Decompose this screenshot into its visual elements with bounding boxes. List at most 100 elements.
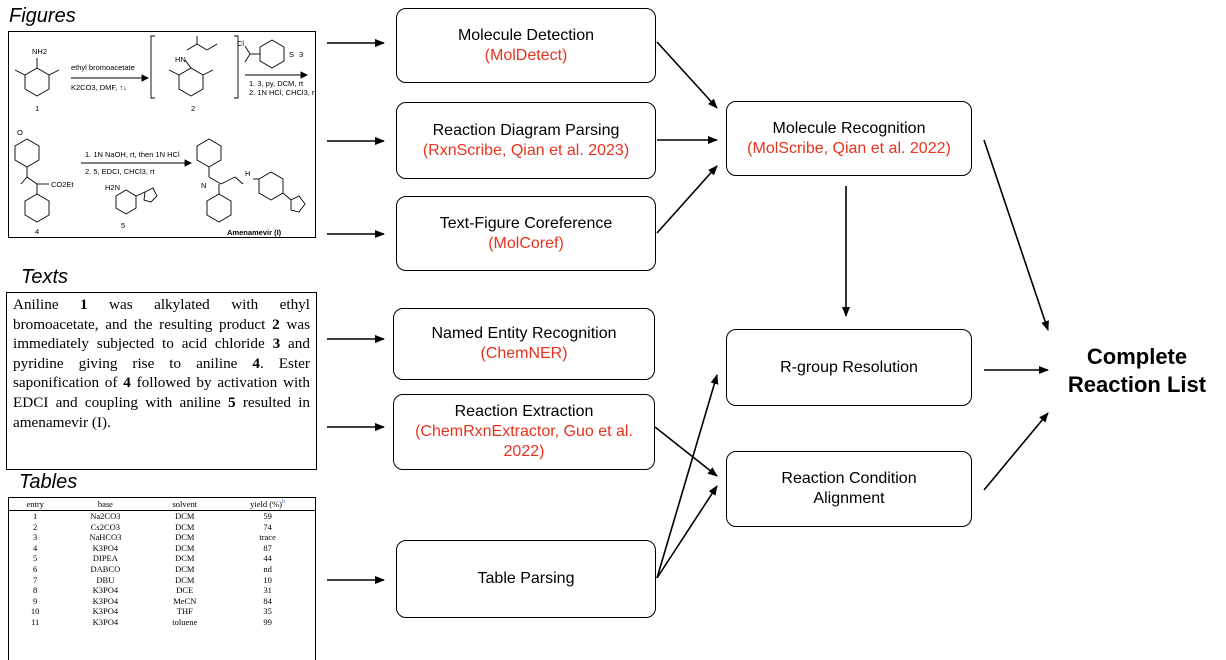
table-cell: nd (263, 563, 272, 574)
complete-reaction-list: Complete Reaction List (1067, 344, 1207, 397)
arrow-detect-to-recog (656, 41, 718, 109)
molecule-recognition-box: Molecule Recognition (MolScribe, Qian et… (726, 101, 972, 176)
table-cell: DCM (175, 574, 195, 585)
table-cell: DIPEA (92, 553, 118, 564)
box-title: Reaction Condition Alignment (781, 470, 917, 507)
table-cell: K3PO4 (92, 595, 119, 606)
table-cell: NaHCO3 (89, 532, 122, 543)
table-row: 6 DABCO DCM nd (9, 564, 315, 575)
box-title: R-group Resolution (780, 358, 918, 376)
nh2-label: NH2 (32, 47, 47, 56)
n-label: N (201, 181, 206, 190)
table-cell: 7 (33, 574, 38, 585)
table-cell: DCM (175, 511, 195, 521)
table-cell: 5 (33, 553, 38, 564)
box-citation: (MolCoref) (488, 234, 564, 252)
table-cell: 35 (263, 606, 272, 617)
compound-ref: 5 (228, 393, 236, 411)
table-cell: 4 (33, 542, 38, 553)
table-cell: 6 (33, 563, 38, 574)
texts-title: Texts (21, 266, 69, 288)
table-cell: 59 (263, 511, 272, 521)
reagent-label: ethyl bromoacetate (71, 63, 135, 72)
header-yield: yield (%)b (220, 498, 315, 511)
header-base: base (61, 498, 150, 511)
table-cell: 11 (31, 616, 40, 627)
table-cell: 44 (263, 553, 272, 564)
table-cell: toluene (172, 616, 198, 627)
table-cell: 9 (33, 595, 38, 606)
named-entity-recognition-box: Named Entity Recognition (ChemNER) (393, 308, 655, 380)
reaction-scheme-figure: NH2 1 ethyl bromoacetate K2CO3, DMF, ↑↓ … (14, 35, 315, 237)
reagent-3-label: 3 (299, 50, 303, 59)
compound-ref: 1 (80, 296, 88, 313)
text-figure-coreference-box: Text-Figure Coreference (MolCoref) (396, 196, 656, 271)
table-row: 5 DIPEA DCM 44 (9, 553, 315, 564)
table-cell: THF (176, 606, 193, 617)
header-yield-text: yield (%) (250, 499, 283, 509)
compound-ref: 2 (272, 315, 280, 333)
arrow-coref-to-recog (656, 165, 718, 234)
arrow-extract-to-cond (654, 426, 718, 477)
cl-label: Cl (237, 39, 244, 48)
table-cell: K3PO4 (92, 616, 119, 627)
table-cell: 2 (33, 521, 38, 532)
box-citation: (ChemNER) (480, 345, 568, 362)
step2-label: 2. 1N HCl, CHCl3, rt (249, 88, 315, 97)
table-cell: DCM (175, 563, 195, 574)
table-row: 7 DBU DCM 10 (9, 575, 315, 586)
arrow-cond-to-final (983, 412, 1049, 491)
table-cell: 74 (263, 521, 272, 532)
compound-ref: 3 (272, 335, 281, 353)
table-cell: DCE (176, 585, 194, 596)
header-note: b (282, 499, 286, 506)
h2n-label: H2N (105, 183, 120, 192)
box-title: Table Parsing (477, 570, 575, 587)
reaction-extraction-box: Reaction Extraction (ChemRxnExtractor, G… (393, 394, 655, 470)
table-cell: Cs2CO3 (90, 521, 121, 532)
table-cell: 3 (33, 532, 38, 543)
text-fragment: resulted in amenamevir (I). (13, 393, 311, 431)
table-cell: DCM (175, 532, 195, 543)
table-cell: Na2CO3 (90, 511, 121, 521)
box-title: Named Entity Recognition (431, 325, 617, 342)
figures-title: Figures (9, 5, 76, 27)
s-label: S (289, 50, 294, 59)
table-cell: DABCO (90, 563, 121, 574)
compound-1-label: 1 (35, 104, 39, 113)
box-title: Reaction Diagram Parsing (432, 121, 620, 139)
o-label: O (17, 128, 23, 137)
text-fragment: Aniline (13, 296, 80, 313)
table-cell: 10 (263, 574, 272, 585)
step1-label: 1. 3, py, DCM, rt (249, 79, 304, 88)
box-citation: (RxnScribe, Qian et al. 2023) (422, 141, 630, 159)
text-fragment: . Ester saponification of (13, 354, 310, 392)
arrow-table-to-cond (656, 485, 718, 579)
table-cell: DCM (175, 553, 195, 564)
table-cell: DBU (96, 574, 115, 585)
table-cell: 10 (30, 606, 40, 617)
text-fragment: followed by activation with EDCI and cou… (13, 374, 310, 411)
text-fragment: and pyridine giving rise to aniline (13, 335, 310, 372)
figure-panel: NH2 1 ethyl bromoacetate K2CO3, DMF, ↑↓ … (8, 31, 316, 238)
tables-title: Tables (19, 471, 78, 493)
table-cell: 87 (263, 542, 272, 553)
table-header-row: entry base solvent yield (%)b (9, 498, 315, 511)
reaction-condition-alignment-box: Reaction Condition Alignment (726, 451, 972, 527)
box-citation: (ChemRxnExtractor, Guo et al. 2022) (415, 423, 633, 460)
box-title: Molecule Recognition (772, 119, 926, 137)
r-group-resolution-box: R-group Resolution (726, 329, 972, 406)
hn-label: HN (175, 55, 186, 64)
step4-label: 2. 5, EDCI, CHCl3, rt (85, 167, 156, 176)
molecule-detection-box: Molecule Detection (MolDetect) (396, 8, 656, 83)
